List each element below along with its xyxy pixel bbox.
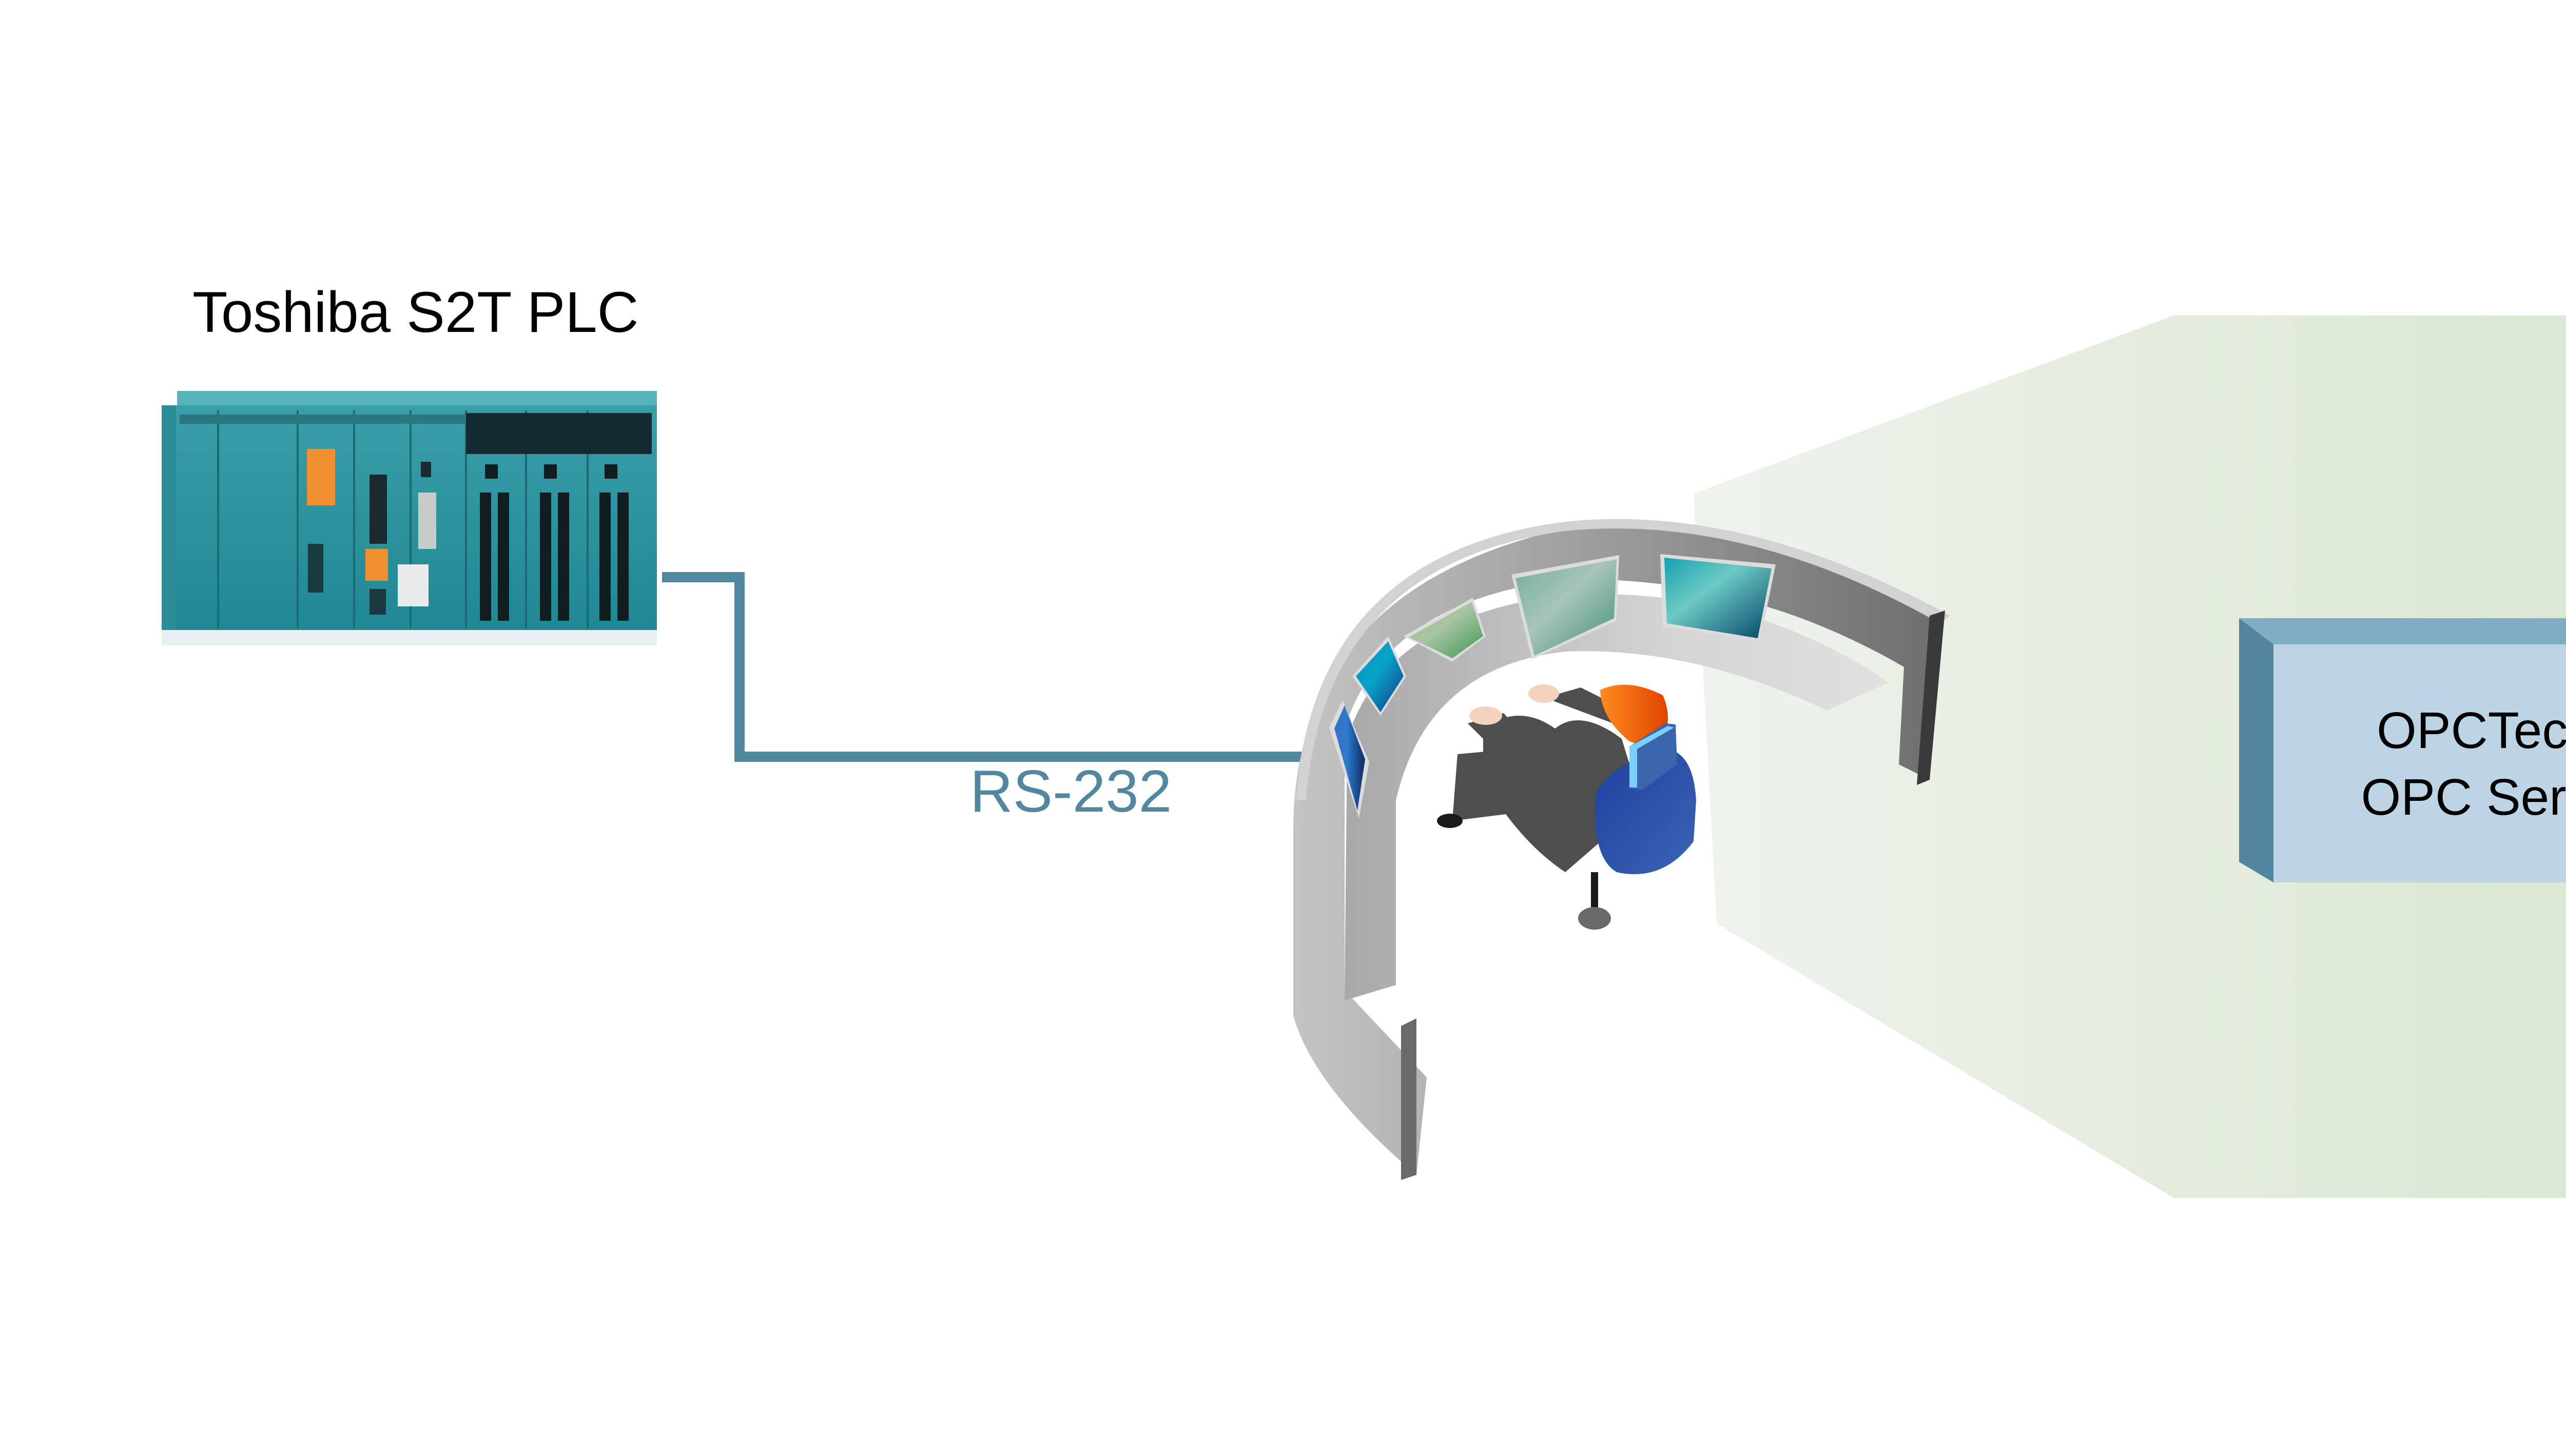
plc-title: Toshiba S2T PLC [192, 280, 639, 344]
operator-console-icon [1293, 519, 1950, 1180]
plc-device[interactable]: Toshiba S2T PLC [162, 280, 657, 645]
server-label-line1: OPCTechs [2377, 702, 2566, 759]
rs232-link: RS-232 [662, 572, 1355, 824]
console-screen [1356, 641, 1404, 712]
opc-server-box[interactable]: OPCTechs OPC Server [2239, 618, 2566, 882]
console-screen [1664, 558, 1772, 638]
console-screen [1409, 602, 1483, 658]
plc-rack-image [162, 391, 657, 645]
server-label-line2: OPC Server [2361, 769, 2566, 826]
rs232-label: RS-232 [970, 758, 1172, 824]
console-screen [1515, 559, 1617, 656]
console-screen [1334, 705, 1365, 811]
opc-network-panel [1694, 316, 2566, 1198]
